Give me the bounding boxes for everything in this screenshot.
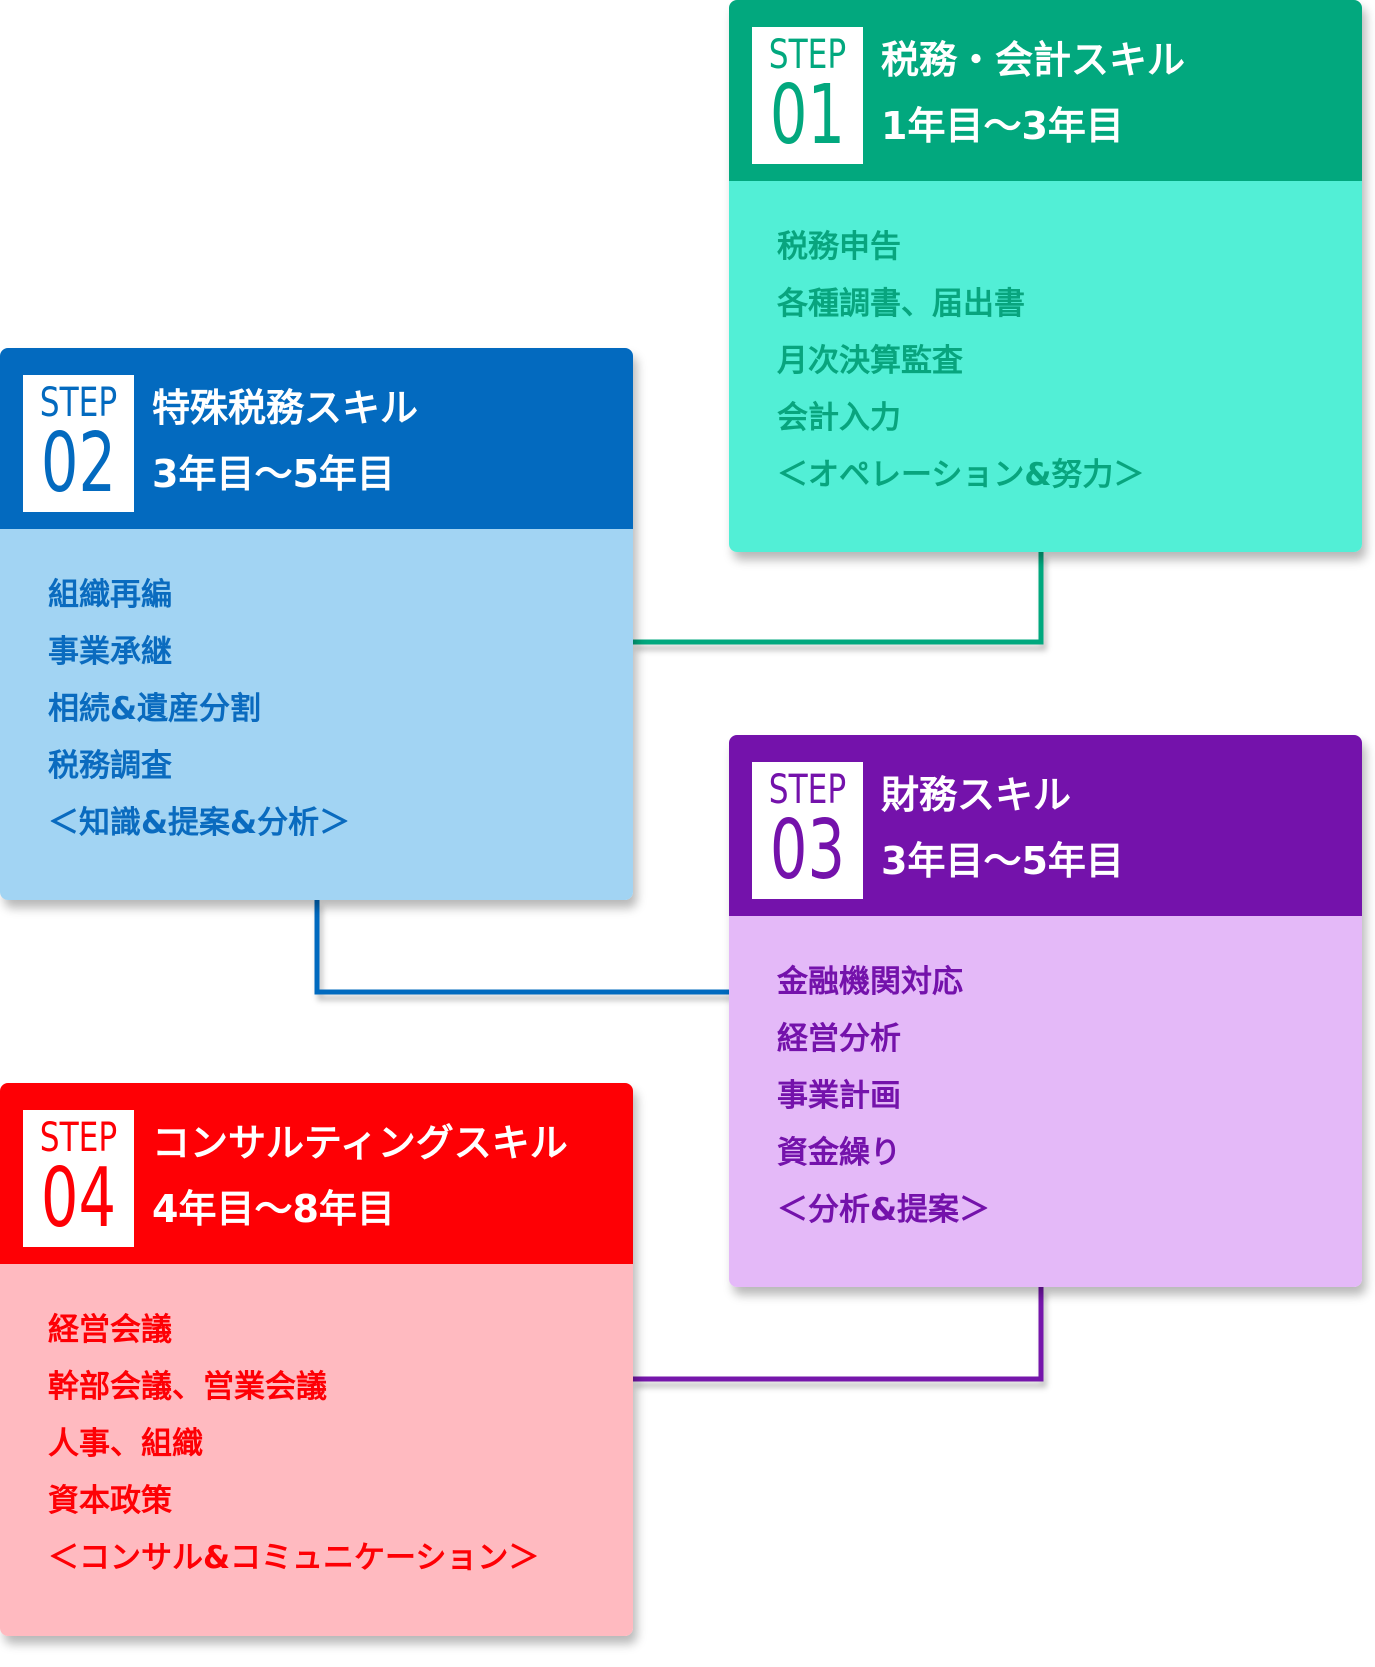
step-01-title: 税務・会計スキル bbox=[881, 38, 1186, 82]
list-item: 相続&遺産分割 bbox=[48, 691, 262, 727]
step-01-body: 税務申告 各種調書、届出書 月次決算監査 会計入力 ＜オペレーション&努力＞ bbox=[729, 181, 1362, 552]
step-02-number: 02 bbox=[40, 416, 117, 511]
step-01-years: 1年目〜3年目 bbox=[881, 104, 1124, 148]
list-item: ＜分析&提案＞ bbox=[777, 1192, 991, 1228]
step-04-card: STEP 04 コンサルティングスキル 4年目〜8年目 経営会議 幹部会議、営業… bbox=[0, 1083, 633, 1636]
step-01-badge: STEP 01 bbox=[752, 27, 863, 164]
step-04-badge: STEP 04 bbox=[23, 1110, 134, 1247]
step-02-items: 組織再編 事業承継 相続&遺産分割 税務調査 ＜知識&提案&分析＞ bbox=[48, 567, 633, 852]
step-03-items: 金融機関対応 経営分析 事業計画 資金繰り ＜分析&提案＞ bbox=[777, 954, 1362, 1239]
list-item: 各種調書、届出書 bbox=[777, 286, 1025, 322]
step-02-card: STEP 02 特殊税務スキル 3年目〜5年目 組織再編 事業承継 相続&遺産分… bbox=[0, 348, 633, 900]
connector-step01-step02 bbox=[633, 552, 1044, 645]
step-04-number: 04 bbox=[40, 1151, 117, 1246]
list-item: ＜オペレーション&努力＞ bbox=[777, 457, 1145, 493]
step-02-body: 組織再編 事業承継 相続&遺産分割 税務調査 ＜知識&提案&分析＞ bbox=[0, 529, 633, 900]
list-item: 資本政策 bbox=[48, 1483, 172, 1519]
list-item: 事業承継 bbox=[48, 634, 172, 670]
step-04-title: コンサルティングスキル bbox=[152, 1121, 568, 1165]
list-item: ＜コンサル&コミュニケーション＞ bbox=[48, 1540, 540, 1576]
step-02-title: 特殊税務スキル bbox=[152, 386, 419, 430]
connector-step02-step03 bbox=[314, 900, 729, 995]
step-03-title: 財務スキル bbox=[881, 773, 1072, 817]
list-item: 経営分析 bbox=[777, 1021, 901, 1057]
step-02-years: 3年目〜5年目 bbox=[152, 452, 395, 496]
step-02-badge: STEP 02 bbox=[23, 375, 134, 512]
list-item: 経営会議 bbox=[48, 1312, 172, 1348]
step-03-card: STEP 03 財務スキル 3年目〜5年目 金融機関対応 経営分析 事業計画 資… bbox=[729, 735, 1362, 1287]
step-02-header: STEP 02 特殊税務スキル 3年目〜5年目 bbox=[0, 348, 633, 529]
connector-step03-step04 bbox=[633, 1287, 1044, 1382]
step-04-header: STEP 04 コンサルティングスキル 4年目〜8年目 bbox=[0, 1083, 633, 1264]
step-01-number: 01 bbox=[769, 68, 846, 163]
list-item: 人事、組織 bbox=[48, 1426, 203, 1462]
list-item: 会計入力 bbox=[777, 400, 901, 436]
list-item: 事業計画 bbox=[777, 1078, 901, 1114]
list-item: 月次決算監査 bbox=[777, 343, 963, 379]
list-item: 資金繰り bbox=[777, 1135, 901, 1171]
list-item: ＜知識&提案&分析＞ bbox=[48, 805, 351, 841]
list-item: 組織再編 bbox=[48, 577, 172, 613]
step-03-header: STEP 03 財務スキル 3年目〜5年目 bbox=[729, 735, 1362, 916]
list-item: 幹部会議、営業会議 bbox=[48, 1369, 327, 1405]
step-03-label: STEP bbox=[768, 767, 847, 813]
step-04-label: STEP bbox=[39, 1115, 118, 1161]
list-item: 金融機関対応 bbox=[777, 964, 963, 1000]
step-03-number: 03 bbox=[769, 803, 846, 898]
step-04-body: 経営会議 幹部会議、営業会議 人事、組織 資本政策 ＜コンサル&コミュニケーショ… bbox=[0, 1264, 633, 1636]
step-01-label: STEP bbox=[768, 32, 847, 78]
step-01-header: STEP 01 税務・会計スキル 1年目〜3年目 bbox=[729, 0, 1362, 181]
step-01-items: 税務申告 各種調書、届出書 月次決算監査 会計入力 ＜オペレーション&努力＞ bbox=[777, 219, 1362, 504]
list-item: 税務申告 bbox=[777, 229, 901, 265]
step-04-items: 経営会議 幹部会議、営業会議 人事、組織 資本政策 ＜コンサル&コミュニケーショ… bbox=[48, 1302, 633, 1587]
step-03-badge: STEP 03 bbox=[752, 762, 863, 899]
list-item: 税務調査 bbox=[48, 748, 172, 784]
step-03-years: 3年目〜5年目 bbox=[881, 839, 1124, 883]
step-01-card: STEP 01 税務・会計スキル 1年目〜3年目 税務申告 各種調書、届出書 月… bbox=[729, 0, 1362, 552]
step-03-body: 金融機関対応 経営分析 事業計画 資金繰り ＜分析&提案＞ bbox=[729, 916, 1362, 1287]
step-04-years: 4年目〜8年目 bbox=[152, 1187, 395, 1231]
step-02-label: STEP bbox=[39, 380, 118, 426]
